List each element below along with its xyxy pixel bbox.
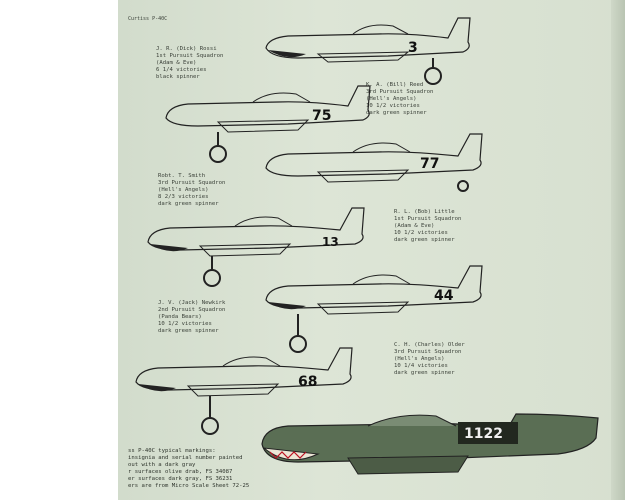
decal-sheet: Curtiss P-40C J. R. (Dick) Rossi 1st Pur… [118, 0, 625, 500]
aircraft-number: 3 [408, 40, 418, 56]
caption-1: J. R. (Dick) Rossi 1st Pursuit Squadron … [156, 46, 224, 80]
caption-5: J. V. (Jack) Newkirk 2nd Pursuit Squadro… [158, 300, 226, 334]
aircraft-number: 68 [298, 374, 317, 390]
aircraft-profile-3: 3 [265, 17, 471, 85]
caption-2: K. A. (Bill) Reed 3rd Pursuit Squadron (… [366, 82, 434, 116]
aircraft-number: 77 [420, 156, 439, 172]
aircraft-profile-13: 13 [147, 207, 365, 287]
sheet-header: Curtiss P-40C [128, 16, 168, 22]
footer-notes: ss P-40C typical markings: insignia and … [128, 448, 250, 489]
aircraft-number: 13 [322, 235, 339, 249]
aircraft-profile-75: 75 [165, 85, 371, 163]
aircraft-serial: 1122 [464, 426, 503, 442]
caption-3: Robt. T. Smith 3rd Pursuit Squadron (Hel… [158, 173, 226, 207]
aircraft-profile-77: 77 [265, 133, 483, 192]
caption-6: C. H. (Charles) Older 3rd Pursuit Squadr… [394, 342, 465, 376]
sheet-edge [611, 0, 625, 500]
aircraft-profile-44: 44 [265, 265, 483, 353]
aircraft-profile-68: 68 [135, 347, 353, 435]
aircraft-number: 75 [312, 108, 331, 124]
aircraft-profile-painted: 1122 [261, 413, 599, 475]
aircraft-number: 44 [434, 288, 454, 304]
caption-4: R. L. (Bob) Little 1st Pursuit Squadron … [394, 209, 462, 243]
